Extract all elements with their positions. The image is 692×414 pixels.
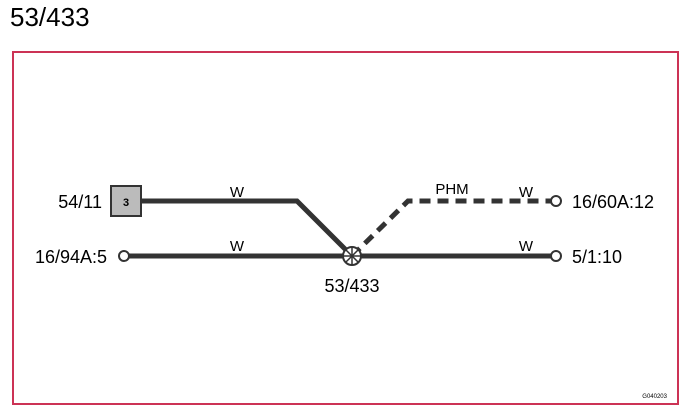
label-right-top: 16/60A:12 — [572, 192, 654, 212]
wire-label-shield: PHM — [435, 181, 468, 198]
connector-number: 3 — [123, 197, 129, 209]
diagram-frame — [12, 51, 679, 405]
terminal-right-top-icon — [550, 195, 562, 207]
splice-junction-icon — [342, 246, 362, 266]
wire-shield-dashed — [350, 198, 551, 258]
wire-label-top-left: W — [230, 184, 245, 201]
label-left-top: 54/11 — [58, 192, 102, 212]
wire-label-bottom-right: W — [519, 238, 534, 255]
connector-box — [110, 185, 142, 217]
label-left-bottom: 16/94A:5 — [35, 247, 107, 267]
label-right-bottom: 5/1:10 — [572, 247, 622, 267]
terminal-right-bottom-icon — [550, 250, 562, 262]
wire-label-bottom-left: W — [230, 238, 245, 255]
terminal-left-bottom-icon — [118, 250, 130, 262]
page-title: 53/433 — [10, 2, 90, 32]
wire-label-top-right: W — [519, 184, 534, 201]
drawing-code: G040203 — [642, 394, 667, 400]
label-junction: 53/433 — [324, 276, 379, 296]
wire-top-left — [142, 198, 354, 258]
